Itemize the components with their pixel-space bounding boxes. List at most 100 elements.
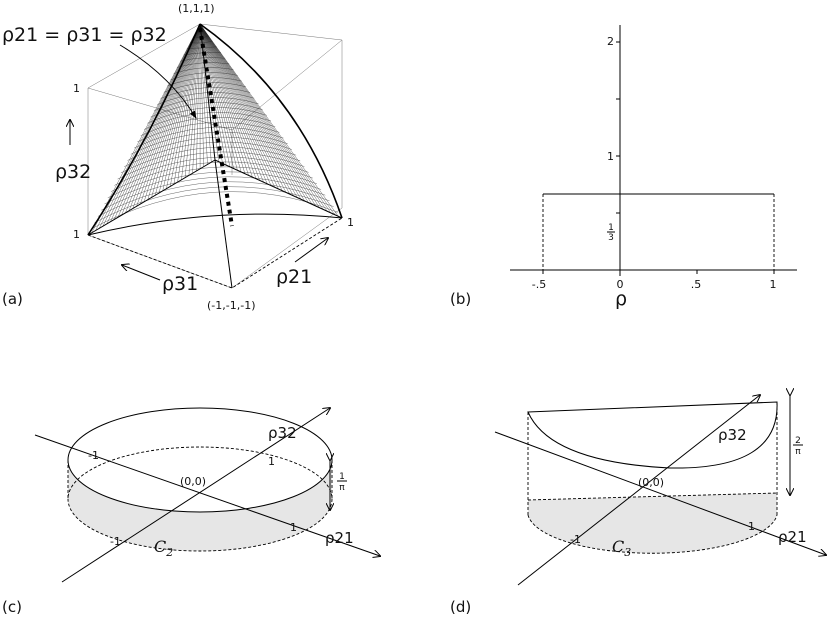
tick-a: 1 bbox=[748, 520, 755, 533]
panel-c-label: (c) bbox=[2, 598, 22, 616]
c3-region-shaded bbox=[528, 493, 777, 554]
elliptope-outline bbox=[87, 23, 343, 289]
correlation-surface-mesh bbox=[91, 23, 339, 233]
mesh-line bbox=[199, 23, 324, 210]
mesh-line bbox=[155, 23, 201, 196]
tick-upper-left: 1 bbox=[73, 82, 80, 95]
mesh-line bbox=[199, 23, 264, 183]
mesh-line bbox=[114, 156, 309, 186]
height-fraction: 2 π bbox=[793, 436, 803, 457]
mesh-line bbox=[111, 161, 313, 192]
bottom-vertex-label: (-1,-1,-1) bbox=[207, 299, 255, 312]
mesh-line bbox=[199, 23, 204, 167]
tick-d: 1 bbox=[290, 521, 297, 534]
mesh-line bbox=[199, 23, 298, 198]
axis-rho21-label: ρ21 bbox=[325, 529, 354, 547]
frac-num: 2 bbox=[795, 436, 801, 446]
mesh-line bbox=[199, 23, 290, 195]
origin-label: (0,0) bbox=[180, 475, 206, 488]
mesh-line bbox=[199, 23, 249, 176]
mesh-line bbox=[188, 23, 201, 176]
axis-rho32-label: ρ32 bbox=[718, 426, 747, 444]
mesh-line bbox=[91, 23, 201, 233]
height-fraction: 1 π bbox=[337, 472, 347, 493]
mesh-line bbox=[143, 112, 272, 130]
mesh-line bbox=[128, 23, 201, 211]
mesh-line bbox=[134, 127, 284, 149]
mesh-line bbox=[199, 23, 317, 207]
mesh-line bbox=[166, 23, 201, 189]
mesh-line bbox=[147, 107, 267, 124]
tick-marks bbox=[542, 41, 775, 274]
mesh-line bbox=[196, 23, 201, 172]
mesh-line bbox=[162, 23, 201, 191]
mesh-line bbox=[137, 122, 280, 143]
origin-label: (0,0) bbox=[638, 476, 664, 489]
panel-b-label: (b) bbox=[450, 290, 471, 308]
frac-num: 1 bbox=[608, 223, 614, 233]
mesh-line bbox=[181, 23, 201, 180]
x-tick-1: 1 bbox=[770, 278, 777, 291]
mesh-line bbox=[184, 23, 201, 178]
panel-c: -1 1 -1 1 (0,0) ρ32 ρ21 1 π C2 (c) bbox=[2, 408, 380, 616]
mesh-line bbox=[104, 171, 322, 205]
mesh-line bbox=[199, 23, 234, 169]
mesh-line bbox=[199, 23, 320, 208]
mesh-line bbox=[121, 23, 201, 216]
mesh-line bbox=[199, 23, 335, 215]
diagonal-dotted-line bbox=[198, 27, 234, 227]
mesh-line bbox=[107, 166, 317, 198]
mesh-line bbox=[199, 23, 309, 203]
axis-rho32-label: ρ32 bbox=[55, 161, 91, 183]
equality-pointer-arrow bbox=[119, 44, 197, 119]
axis-rho21-line bbox=[494, 431, 826, 555]
top-surface-outline bbox=[527, 401, 778, 469]
mesh-line bbox=[199, 23, 279, 190]
frac-den: π bbox=[339, 483, 345, 493]
mesh-line bbox=[199, 23, 272, 186]
mesh-line bbox=[177, 23, 201, 183]
mesh-line bbox=[140, 117, 276, 136]
axis-rho21-label: ρ21 bbox=[276, 266, 312, 288]
rho31-arrow bbox=[122, 265, 161, 281]
mesh-line bbox=[192, 23, 201, 174]
axis-rho32-line bbox=[61, 408, 330, 583]
mesh-line bbox=[199, 23, 268, 184]
c3-region-outline bbox=[527, 514, 778, 554]
region-label: C3 bbox=[612, 537, 631, 559]
mesh-line bbox=[199, 23, 283, 191]
panel-d: 1 -1 (0,0) ρ32 ρ21 2 π C3 (d) bbox=[450, 395, 826, 616]
mesh-line bbox=[199, 23, 238, 171]
top-vertex-label: (1,1,1) bbox=[178, 2, 215, 15]
equality-label: ρ21 = ρ31 = ρ32 bbox=[2, 24, 167, 46]
panel-a-label: (a) bbox=[2, 290, 23, 308]
y-tick-1: 1 bbox=[607, 150, 614, 163]
mesh-line bbox=[199, 23, 260, 181]
region-label: C2 bbox=[154, 537, 173, 559]
x-tick-05: .5 bbox=[691, 278, 702, 291]
x-axis-label: ρ bbox=[615, 288, 627, 310]
frac-den: π bbox=[795, 447, 801, 457]
mesh-line bbox=[199, 23, 339, 217]
mesh-line bbox=[199, 23, 331, 213]
c2-region-shaded bbox=[68, 460, 332, 551]
tick-b: 1 bbox=[268, 455, 275, 468]
tick-b: -1 bbox=[570, 533, 581, 546]
frac-num: 1 bbox=[339, 472, 345, 482]
panel-b: -.5 0 .5 1 2 1 1 3 ρ (b) bbox=[450, 25, 797, 310]
axis-rho31-label: ρ31 bbox=[162, 273, 198, 295]
mesh-line bbox=[199, 23, 305, 201]
frac-den: 3 bbox=[608, 233, 614, 243]
panel-d-label: (d) bbox=[450, 598, 471, 616]
axis-rho21-label: ρ21 bbox=[778, 528, 807, 546]
mesh-line bbox=[94, 186, 334, 223]
mesh-line bbox=[199, 23, 328, 212]
mesh-line bbox=[132, 23, 201, 209]
mesh-line bbox=[91, 191, 338, 229]
mesh-line bbox=[99, 23, 201, 229]
mesh-line bbox=[199, 23, 313, 205]
mesh-line bbox=[101, 176, 326, 211]
mesh-line bbox=[199, 23, 242, 172]
mesh-line bbox=[130, 132, 288, 155]
